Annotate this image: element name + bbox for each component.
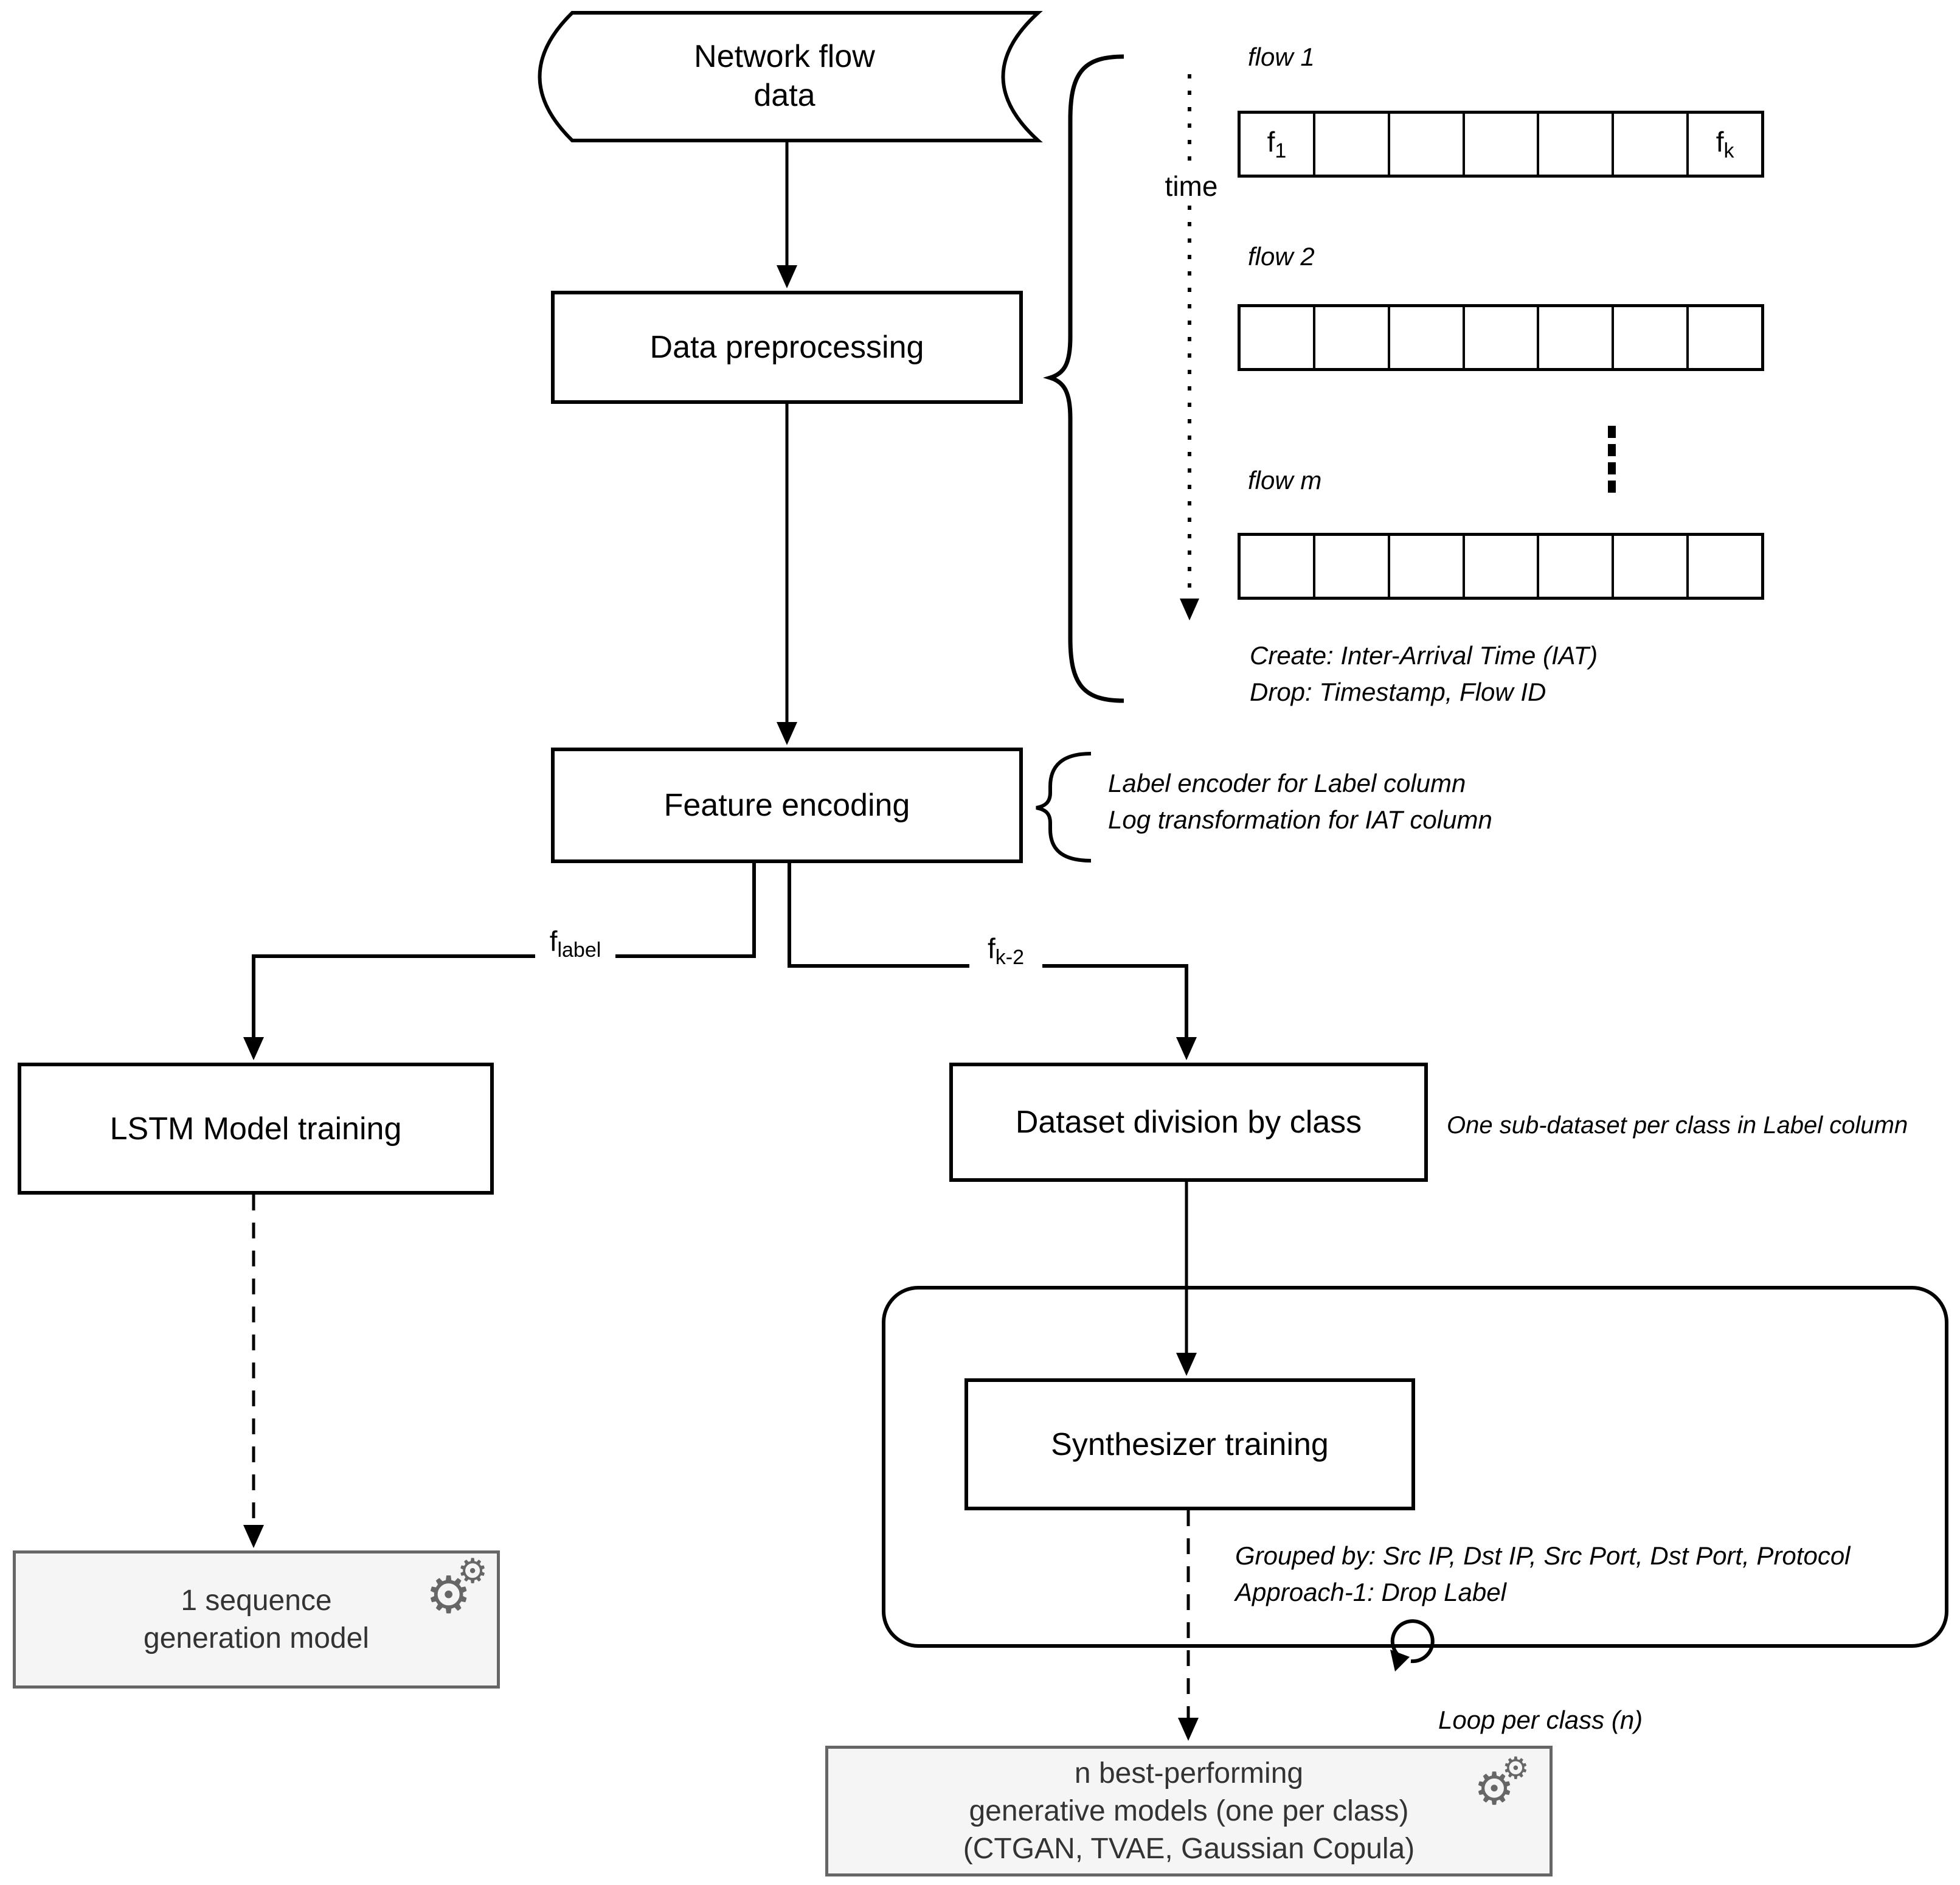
arrowhead-to-generative-models [1178,1718,1199,1741]
arrowhead-to-sequence-model [243,1525,264,1548]
arrowhead-to-lstm [243,1037,264,1060]
gear-icon: ⚙ [1502,1751,1529,1786]
edge-label-f-label: flabel [535,920,615,994]
flowm-cell [1465,536,1540,597]
flow2-cell [1315,307,1390,368]
flow1-label: flow 1 [1248,43,1315,71]
flow2-cell [1241,307,1315,368]
network-flow-data-shape [538,11,1043,142]
flowm-label: flow m [1248,466,1322,495]
flowm-cell [1390,536,1465,597]
preprocessing-note-drop: Drop: Timestamp, Flow ID [1250,678,1546,706]
dataset-division-label: Dataset division by class [1015,1105,1362,1140]
first-feature-label: f1 [1267,125,1287,163]
division-note: One sub-dataset per class in Label colum… [1447,1112,1908,1139]
preprocessing-notes: Create: Inter-Arrival Time (IAT) Drop: T… [1250,637,1598,710]
flow2-cell [1689,307,1761,368]
flow1-cell [1315,114,1390,175]
edge-label-f-k2: fk-2 [969,927,1042,1001]
last-feature-label: fk [1716,125,1734,163]
arrowhead-to-preprocessing [777,265,797,288]
sequence-model-node: 1 sequence generation model [13,1550,500,1689]
synthesizer-note-approach: Approach-1: Drop Label [1235,1578,1506,1606]
flow1-cell [1390,114,1465,175]
flow1-cell [1465,114,1540,175]
data-preprocessing-label: Data preprocessing [649,330,924,365]
flow1-row: f1 fk [1238,111,1764,178]
flow2-cell [1614,307,1689,368]
flow1-cell: fk [1689,114,1761,175]
time-axis-arrowhead [1180,599,1199,620]
generative-models-node: n best-performing generative models (one… [825,1746,1553,1876]
flowm-cell [1539,536,1615,597]
generative-models-line2: generative models (one per class) [969,1794,1409,1827]
encoding-note-label: Label encoder for Label column [1108,769,1466,797]
flow1-cell [1539,114,1615,175]
synthesizer-notes: Grouped by: Src IP, Dst IP, Src Port, Ds… [1235,1538,1851,1611]
flow1-cell: f1 [1241,114,1315,175]
sequence-model-line1: 1 sequence [181,1584,332,1617]
gears-icon: ⚙ ⚙ [1474,1753,1535,1817]
feature-encoding-node: Feature encoding [551,748,1023,863]
flowm-cell [1614,536,1689,597]
flowm-cell [1315,536,1390,597]
generative-models-line1: n best-performing [1074,1757,1304,1790]
encoding-notes: Label encoder for Label column Log trans… [1108,765,1492,838]
network-flow-line1: Network flow [694,39,875,74]
arrowhead-to-encoding [777,722,797,745]
flow-panel-brace [1043,54,1124,703]
loop-icon-arrowhead [1390,1650,1410,1672]
flow2-cell [1465,307,1540,368]
synthesizer-training-node: Synthesizer training [964,1378,1415,1510]
flowm-row [1238,533,1764,600]
gears-icon: ⚙ ⚙ [426,1552,493,1625]
loop-note: Loop per class (n) [1438,1706,1643,1734]
flow2-label: flow 2 [1248,242,1315,271]
arrowhead-to-division [1176,1037,1197,1060]
flow2-row [1238,304,1764,371]
gear-icon: ⚙ [1474,1763,1515,1815]
sequence-model-line2: generation model [144,1622,369,1654]
loop-container [882,1286,1948,1648]
dataset-division-node: Dataset division by class [949,1063,1428,1182]
edge-encoding-to-lstm [252,863,756,1038]
encoding-notes-brace [1036,752,1092,863]
lstm-training-label: LSTM Model training [109,1111,402,1147]
network-flow-line2: data [753,78,816,113]
time-axis-label: time [1154,168,1228,204]
synthesizer-training-label: Synthesizer training [1051,1426,1329,1462]
lstm-training-node: LSTM Model training [18,1063,494,1195]
flowm-cell [1241,536,1315,597]
generative-models-line3: (CTGAN, TVAE, Gaussian Copula) [963,1832,1415,1865]
flow2-cell [1390,307,1465,368]
synthesizer-note-grouped: Grouped by: Src IP, Dst IP, Src Port, Ds… [1235,1541,1851,1570]
gear-icon: ⚙ [426,1565,472,1625]
flow2-cell [1539,307,1615,368]
loop-icon [1390,1619,1435,1664]
flow1-cell [1614,114,1689,175]
feature-encoding-label: Feature encoding [663,788,910,823]
data-preprocessing-node: Data preprocessing [551,291,1023,404]
encoding-note-log: Log transformation for IAT column [1108,805,1492,834]
gear-icon: ⚙ [457,1552,488,1591]
flowm-cell [1689,536,1761,597]
flows-ellipsis [1608,426,1616,493]
preprocessing-note-create: Create: Inter-Arrival Time (IAT) [1250,641,1598,670]
network-flow-data-node: Network flow data [572,27,997,125]
arrowhead-to-synthesizer [1176,1353,1197,1376]
